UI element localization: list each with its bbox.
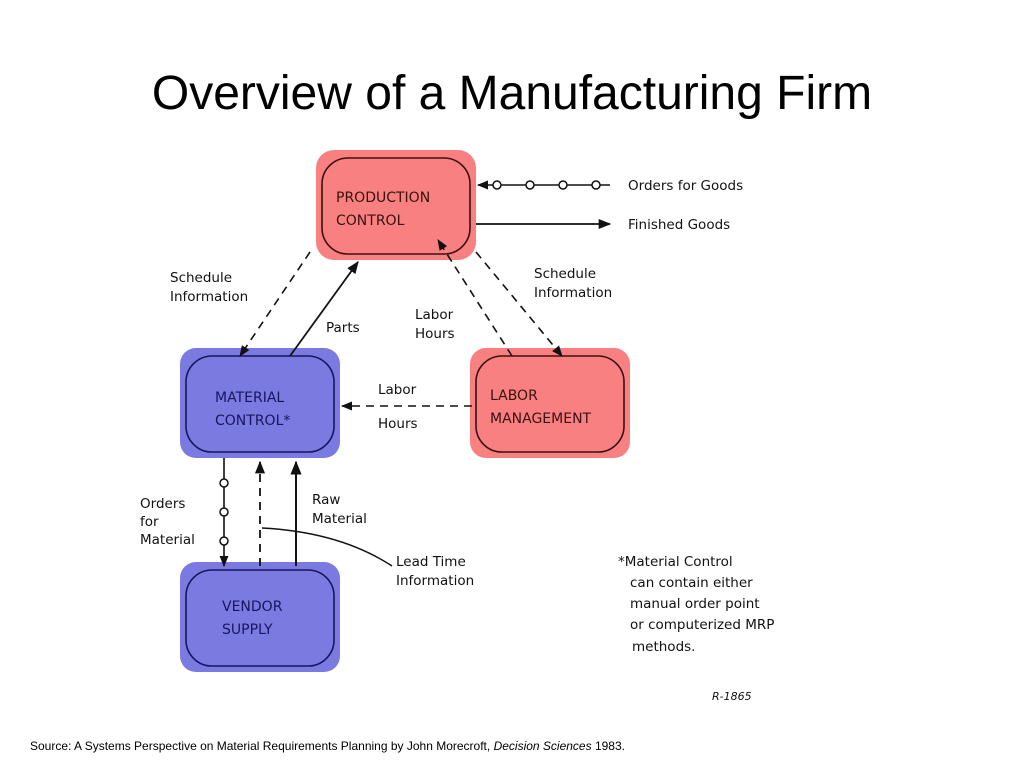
lead-time-leader-line	[261, 527, 393, 567]
orders-for-goods-flow	[476, 180, 610, 190]
labor-hours-mid-line1: Labor	[378, 382, 417, 398]
figure-id: R-1865	[712, 690, 752, 703]
source-year: 1983.	[591, 739, 625, 753]
parts-arrow	[289, 260, 359, 357]
labor-hours-top-line1: Labor	[415, 307, 454, 323]
material-control-node: MATERIAL CONTROL*	[180, 348, 340, 458]
schedule-info-right-arrow	[475, 251, 563, 357]
orders-for-material-line3: Material	[140, 532, 195, 548]
raw-material-line2: Material	[312, 511, 367, 527]
production-control-line2: CONTROL	[336, 213, 405, 229]
schedule-info-right-line2: Information	[534, 285, 612, 301]
orders-for-material-line1: Orders	[140, 496, 185, 512]
source-citation: Source: A Systems Perspective on Materia…	[30, 739, 625, 753]
schedule-info-left-line2: Information	[170, 289, 248, 305]
source-prefix: Source: A Systems Perspective on Materia…	[30, 739, 494, 753]
vendor-supply-line1: VENDOR	[222, 599, 283, 615]
lead-time-info-line2: Information	[396, 573, 474, 589]
lead-time-info-line1: Lead Time	[396, 554, 466, 570]
schedule-info-left-arrow	[239, 251, 311, 357]
footnote-line1: *Material Control	[618, 554, 733, 570]
labor-hours-top-line2: Hours	[415, 326, 455, 342]
footnote: *Material Control can contain either man…	[618, 554, 774, 655]
slide-title: Overview of a Manufacturing Firm	[151, 67, 873, 120]
orders-for-material-flow	[219, 458, 229, 568]
vendor-supply-line2: SUPPLY	[222, 622, 273, 638]
orders-for-goods-label: Orders for Goods	[628, 178, 743, 194]
labor-management-node: LABOR MANAGEMENT	[470, 348, 630, 458]
material-control-line1: MATERIAL	[215, 390, 284, 406]
material-control-line2: CONTROL*	[215, 413, 290, 429]
schedule-info-right-line1: Schedule	[534, 266, 596, 282]
labor-hours-top-arrow	[437, 239, 513, 357]
raw-material-line1: Raw	[312, 492, 340, 508]
footnote-line5: methods.	[632, 639, 695, 655]
footnote-line4: or computerized MRP	[630, 617, 774, 633]
vendor-supply-node: VENDOR SUPPLY	[180, 562, 340, 672]
production-control-line1: PRODUCTION	[336, 190, 430, 206]
labor-management-line1: LABOR	[490, 388, 538, 404]
footnote-line3: manual order point	[630, 596, 760, 612]
schedule-info-left-line1: Schedule	[170, 270, 232, 286]
orders-for-material-line2: for	[140, 514, 159, 530]
parts-label: Parts	[326, 320, 360, 336]
footnote-line2: can contain either	[630, 575, 753, 591]
labor-management-line2: MANAGEMENT	[490, 411, 592, 427]
production-control-node: PRODUCTION CONTROL	[316, 150, 476, 260]
finished-goods-label: Finished Goods	[628, 217, 730, 233]
labor-hours-mid-line2: Hours	[378, 416, 418, 432]
source-journal: Decision Sciences	[493, 739, 592, 753]
